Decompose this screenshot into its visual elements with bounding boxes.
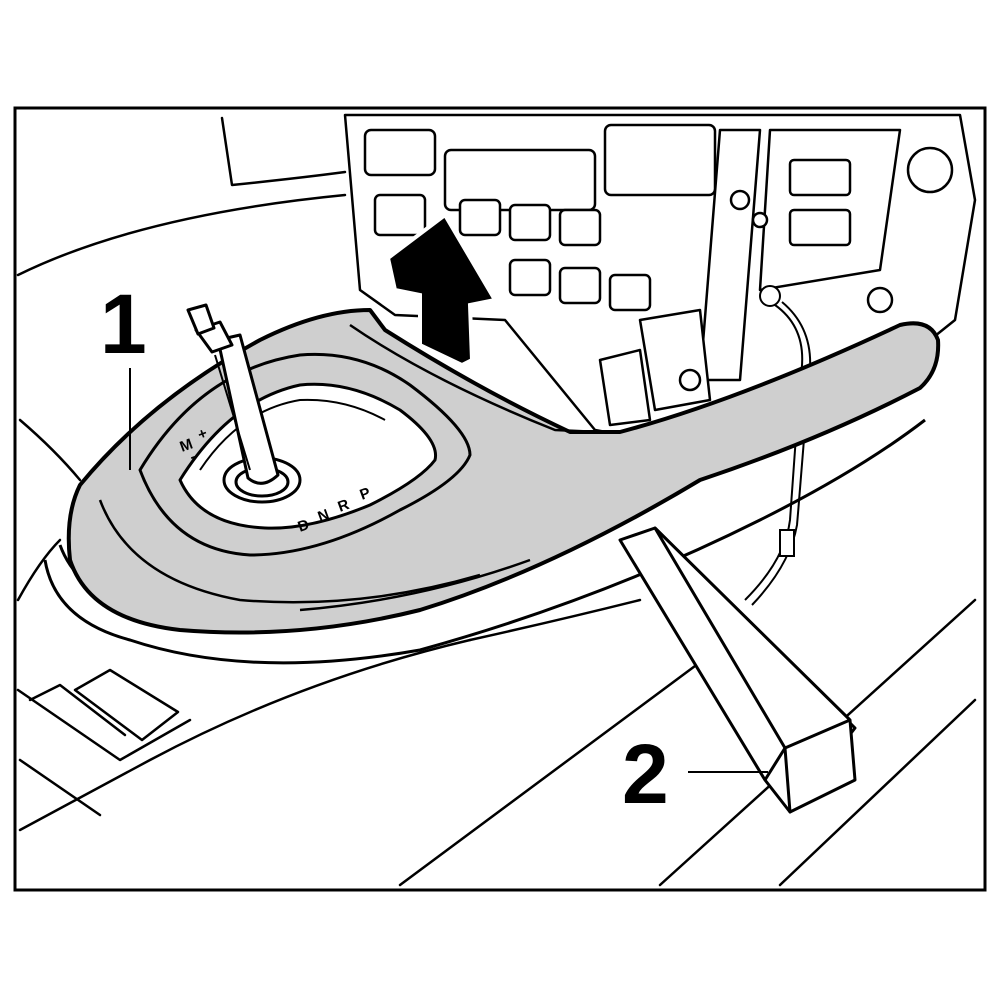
prying-tool	[618, 526, 857, 814]
callout-leaders	[129, 368, 768, 773]
center-stack-unit	[343, 113, 977, 442]
gear-markings: M + - P R N D	[178, 425, 373, 536]
mark-minus: -	[188, 448, 199, 466]
lift-direction-arrow	[385, 212, 499, 368]
mark-manual: M	[178, 436, 196, 456]
up-arrow	[385, 212, 499, 368]
shift-lever	[186, 303, 302, 504]
callout-1: 1	[100, 277, 147, 371]
callout-2: 2	[622, 727, 669, 821]
